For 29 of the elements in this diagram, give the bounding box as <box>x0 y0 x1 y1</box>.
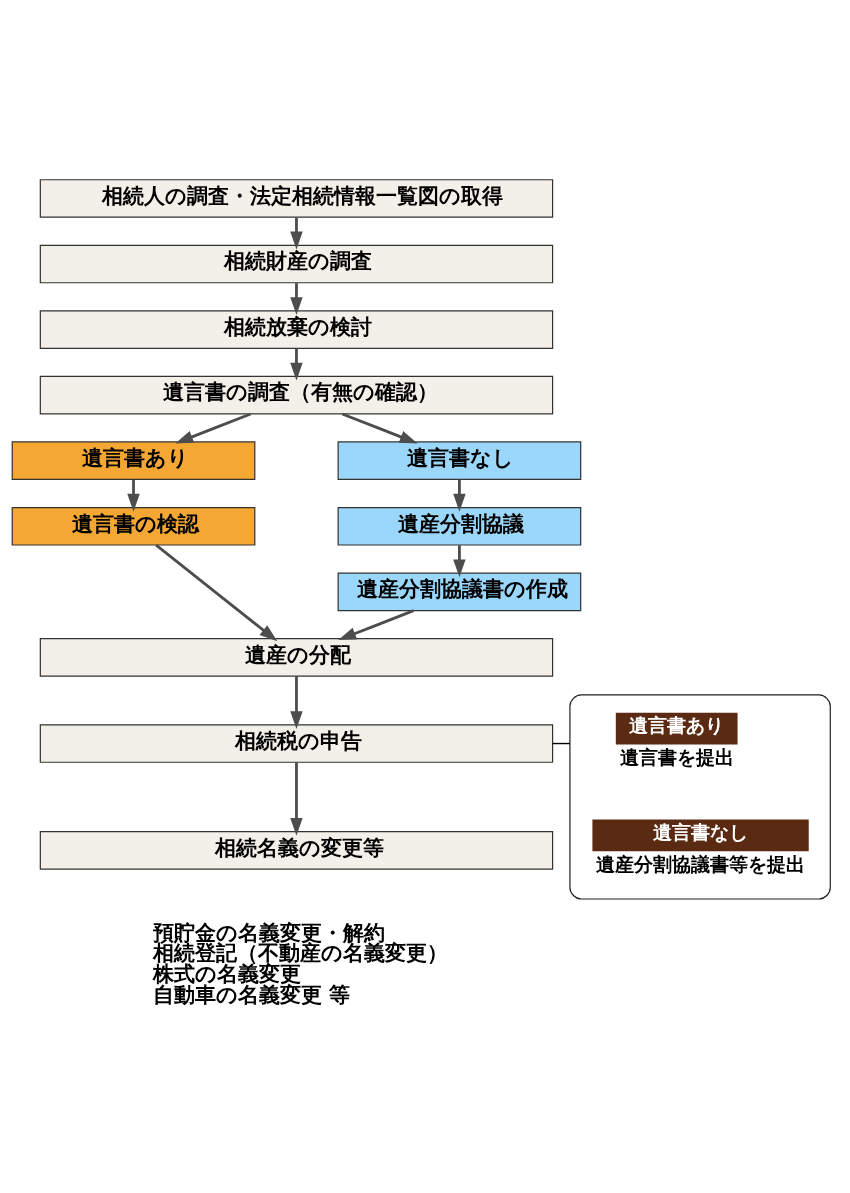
node-box: 遺言書なし <box>337 441 582 481</box>
node-box: 遺産分割協議 <box>337 506 582 546</box>
node-box: 遺言書の検認 <box>11 506 256 546</box>
arrow <box>155 544 278 642</box>
node-box: 相続放棄の検討 <box>39 310 554 349</box>
node-label: 遺産分割協議書等を提出 <box>596 853 806 875</box>
arrow <box>290 283 303 315</box>
arrow <box>175 412 252 444</box>
arrow <box>127 479 140 512</box>
node-box: 遺言書あり <box>11 441 256 481</box>
arrow <box>290 348 303 381</box>
arrow <box>290 676 303 729</box>
node-box: 相続財産の調査 <box>39 244 554 284</box>
arrow <box>290 762 303 836</box>
node-box: 相続名義の変更等 <box>39 830 554 870</box>
node-box: 相続人の調査・法定相続情報一覧図の取得 <box>39 179 554 218</box>
arrow <box>453 479 466 512</box>
node-box: 遺言書なし <box>592 819 809 852</box>
node-box: 遺言書あり <box>615 712 738 745</box>
node-box: 相続税の申告 <box>39 724 554 763</box>
arrow <box>341 412 418 444</box>
arrow <box>290 217 303 250</box>
node-box: 遺産の分配 <box>39 638 554 677</box>
cluster <box>569 694 831 900</box>
arrow <box>453 545 466 578</box>
arrow <box>338 609 415 641</box>
node-box: 遺言書の調査（有無の確認） <box>39 375 554 415</box>
node-label: 遺言書を提出 <box>619 747 734 769</box>
node-box: 遺産分割協議書の作成 <box>337 572 582 612</box>
